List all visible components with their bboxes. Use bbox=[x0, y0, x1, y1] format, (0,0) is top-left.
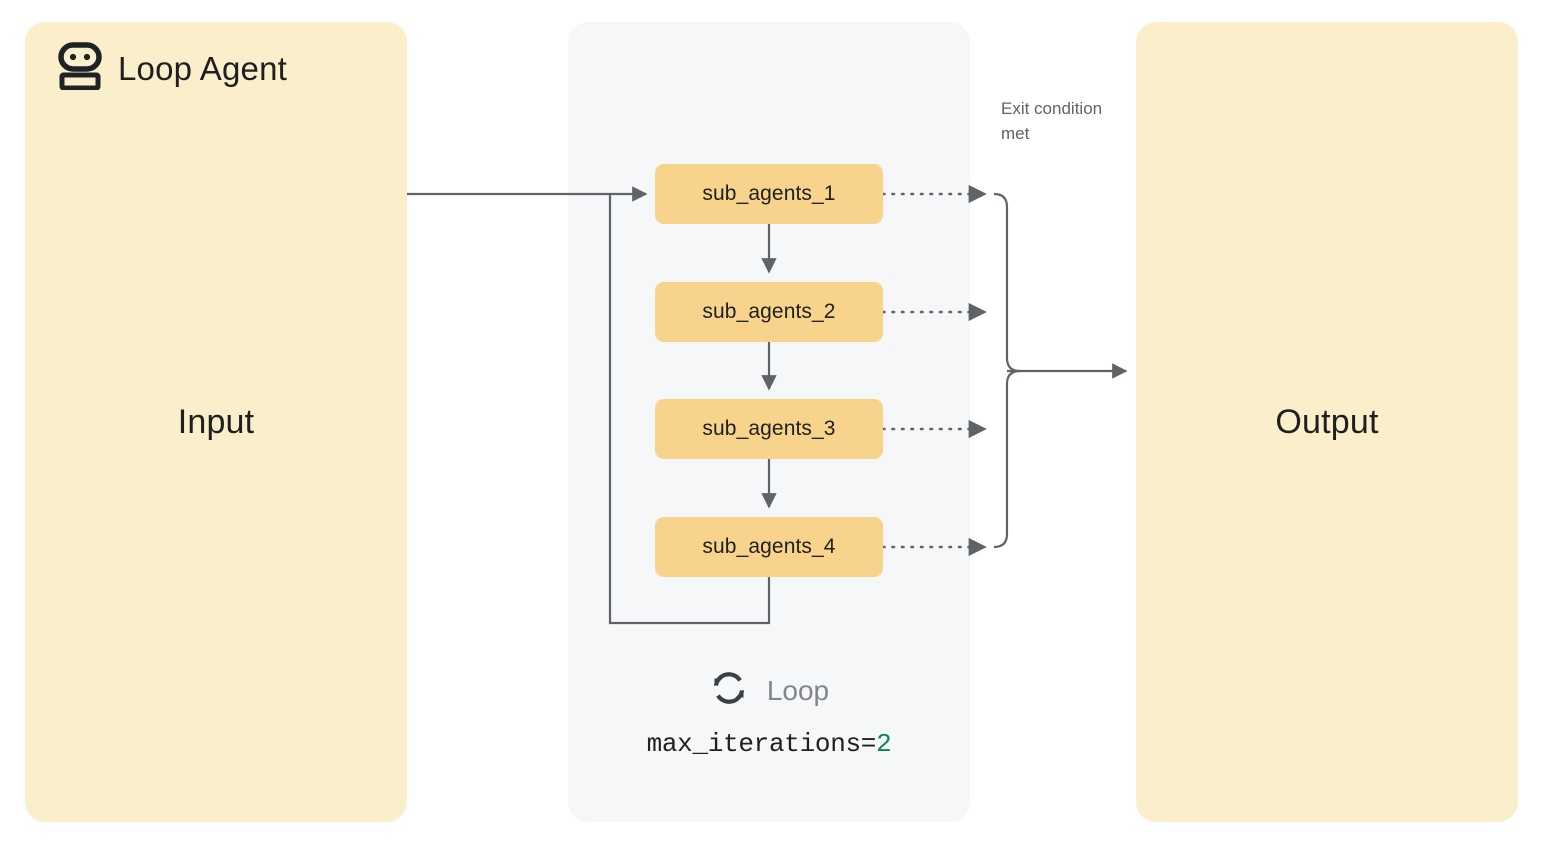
input-panel: Input bbox=[25, 22, 407, 822]
loop-label: Loop bbox=[766, 674, 830, 706]
loop-config-key: max_iterations= bbox=[646, 729, 877, 759]
sub-agent-box[interactable]: sub_agents_3 bbox=[655, 399, 883, 459]
loop-footer: Loop max_iterations=2 bbox=[568, 668, 970, 759]
loop-agent-title: Loop Agent bbox=[118, 49, 287, 87]
loop-config-value: 2 bbox=[876, 729, 892, 759]
loop-refresh-icon bbox=[709, 668, 749, 713]
sub-agent-box[interactable]: sub_agents_1 bbox=[655, 164, 883, 224]
loop-row: Loop bbox=[568, 668, 970, 713]
sub-agent-box[interactable]: sub_agents_4 bbox=[655, 517, 883, 577]
loop-config: max_iterations=2 bbox=[568, 729, 970, 759]
robot-icon bbox=[58, 42, 102, 95]
sub-agent-box[interactable]: sub_agents_2 bbox=[655, 282, 883, 342]
loop-agent-header: Loop Agent bbox=[58, 42, 287, 95]
output-panel-label: Output bbox=[1275, 402, 1379, 441]
output-panel: Output bbox=[1136, 22, 1518, 822]
wire-collector-upper bbox=[993, 192, 1021, 373]
wire-collector-lower bbox=[993, 369, 1021, 549]
input-panel-label: Input bbox=[177, 402, 255, 441]
exit-condition-label: Exit condition met bbox=[1001, 99, 1103, 144]
